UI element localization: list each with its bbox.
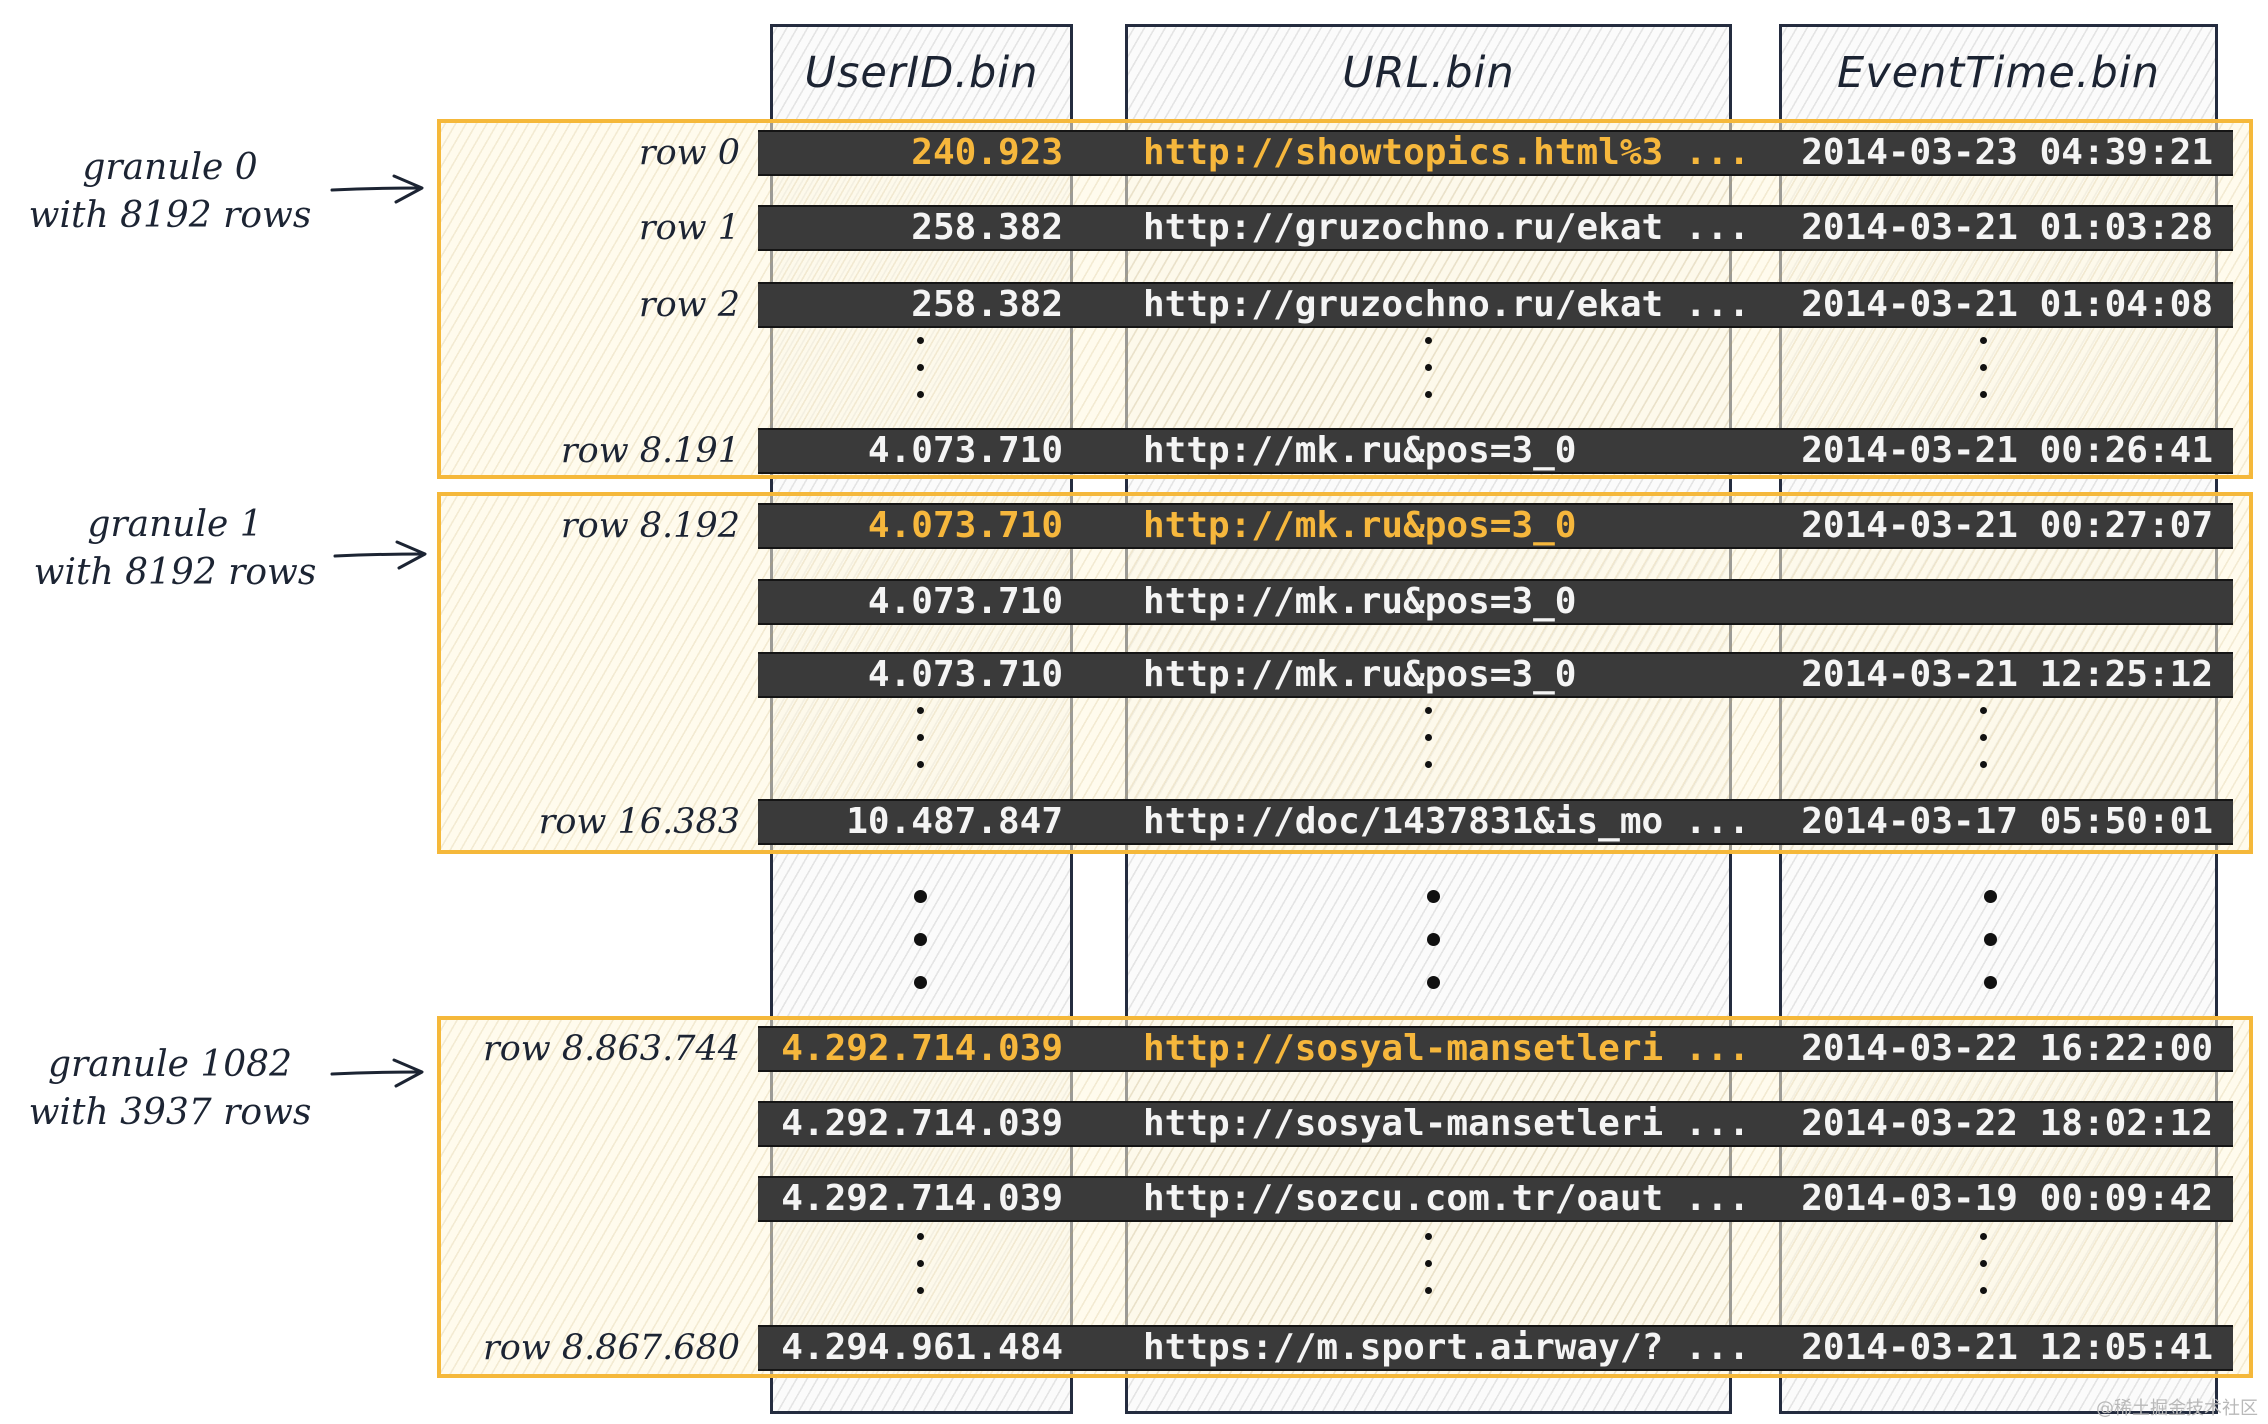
url-value: http://sosyal-mansetleri ... bbox=[1143, 1028, 1750, 1069]
ellipsis-dots bbox=[910, 337, 930, 418]
arrow-icon bbox=[333, 540, 427, 570]
granule-label-1082: granule 1082 with 3937 rows bbox=[20, 1041, 320, 1137]
ellipsis-dots bbox=[1973, 707, 1993, 788]
url-value: http://doc/1437831&is_mo ... bbox=[1143, 801, 1750, 842]
granule-label-rows: with 8192 rows bbox=[33, 552, 317, 593]
table-row: 4.073.710 http://mk.ru&pos=3_0 2014-03-2… bbox=[758, 652, 2233, 698]
ellipsis-dots bbox=[910, 1233, 930, 1314]
url-value: http://gruzochno.ru/ekat ... bbox=[1143, 207, 1750, 248]
eventtime-value: 2014-03-22 16:22:00 bbox=[1801, 1028, 2213, 1069]
granule-label-title: granule 0 bbox=[82, 147, 258, 188]
userid-value: 10.487.847 bbox=[846, 801, 1063, 842]
userid-value: 4.292.714.039 bbox=[781, 1178, 1063, 1219]
table-row: 4.292.714.039 http://sosyal-mansetleri .… bbox=[758, 1026, 2233, 1072]
column-header-url: URL.bin bbox=[1342, 48, 1515, 98]
userid-value: 4.294.961.484 bbox=[781, 1327, 1063, 1368]
row-label: row 1 bbox=[638, 208, 740, 248]
userid-value: 4.073.710 bbox=[867, 654, 1063, 695]
granule-label-0: granule 0 with 8192 rows bbox=[20, 144, 320, 240]
row-label: row 0 bbox=[638, 133, 740, 173]
url-value: http://mk.ru&pos=3_0 bbox=[1143, 581, 1577, 622]
userid-value: 4.292.714.039 bbox=[781, 1028, 1063, 1069]
ellipsis-dots bbox=[1418, 337, 1438, 418]
eventtime-value: 2014-03-22 18:02:12 bbox=[1801, 1103, 2213, 1144]
row-label: row 8.192 bbox=[560, 506, 740, 546]
table-row: 240.923 http://showtopics.html%3 ... 201… bbox=[758, 130, 2233, 176]
table-row: 4.294.961.484 https://m.sport.airway/? .… bbox=[758, 1325, 2233, 1371]
userid-value: 258.382 bbox=[911, 207, 1063, 248]
ellipsis-dots-large bbox=[1423, 890, 1443, 1019]
userid-value: 4.073.710 bbox=[867, 430, 1063, 471]
eventtime-value: 2014-03-21 00:26:41 bbox=[1801, 430, 2213, 471]
eventtime-value: 2014-03-21 00:27:07 bbox=[1801, 505, 2213, 546]
eventtime-value: 2014-03-21 01:04:08 bbox=[1801, 284, 2213, 325]
eventtime-value bbox=[1786, 581, 2213, 623]
table-row: 258.382 http://gruzochno.ru/ekat ... 201… bbox=[758, 205, 2233, 251]
url-value: http://sozcu.com.tr/oaut ... bbox=[1143, 1178, 1750, 1219]
granule-label-rows: with 8192 rows bbox=[28, 195, 312, 236]
ellipsis-dots bbox=[1973, 1233, 1993, 1314]
table-row: 4.292.714.039 http://sosyal-mansetleri .… bbox=[758, 1101, 2233, 1147]
table-row: 4.073.710 http://mk.ru&pos=3_0 bbox=[758, 579, 2233, 625]
row-label: row 8.867.680 bbox=[482, 1328, 740, 1368]
url-value: http://showtopics.html%3 ... bbox=[1143, 132, 1750, 173]
row-label: row 8.863.744 bbox=[482, 1029, 740, 1069]
ellipsis-dots bbox=[1418, 707, 1438, 788]
granule-label-title: granule 1 bbox=[87, 504, 263, 545]
granule-label-title: granule 1082 bbox=[48, 1044, 292, 1085]
table-row: 10.487.847 http://doc/1437831&is_mo ... … bbox=[758, 799, 2233, 845]
ellipsis-dots-large bbox=[1980, 890, 2000, 1019]
eventtime-value: 2014-03-19 00:09:42 bbox=[1801, 1178, 2213, 1219]
userid-value: 4.073.710 bbox=[867, 581, 1063, 622]
url-value: http://mk.ru&pos=3_0 bbox=[1143, 505, 1577, 546]
column-header-userid: UserID.bin bbox=[804, 48, 1039, 98]
url-value: http://gruzochno.ru/ekat ... bbox=[1143, 284, 1750, 325]
userid-value: 4.292.714.039 bbox=[781, 1103, 1063, 1144]
eventtime-value: 2014-03-21 12:05:41 bbox=[1801, 1327, 2213, 1368]
ellipsis-dots bbox=[910, 707, 930, 788]
watermark: @稀土掘金技术社区 bbox=[2096, 1398, 2258, 1419]
table-row: 258.382 http://gruzochno.ru/ekat ... 201… bbox=[758, 282, 2233, 328]
row-label: row 2 bbox=[638, 285, 740, 325]
table-row: 4.073.710 http://mk.ru&pos=3_0 2014-03-2… bbox=[758, 428, 2233, 474]
eventtime-value: 2014-03-23 04:39:21 bbox=[1801, 132, 2213, 173]
granule-label-1: granule 1 with 8192 rows bbox=[25, 501, 325, 597]
granule-label-rows: with 3937 rows bbox=[28, 1092, 312, 1133]
url-value: http://mk.ru&pos=3_0 bbox=[1143, 430, 1577, 471]
eventtime-value: 2014-03-21 01:03:28 bbox=[1801, 207, 2213, 248]
url-value: https://m.sport.airway/? ... bbox=[1143, 1327, 1750, 1368]
row-label: row 8.191 bbox=[560, 431, 740, 471]
row-label: row 16.383 bbox=[538, 802, 740, 842]
column-header-eventtime: EventTime.bin bbox=[1837, 48, 2160, 98]
table-row: 4.292.714.039 http://sozcu.com.tr/oaut .… bbox=[758, 1176, 2233, 1222]
url-value: http://mk.ru&pos=3_0 bbox=[1143, 654, 1577, 695]
ellipsis-dots-large bbox=[910, 890, 930, 1019]
userid-value: 258.382 bbox=[911, 284, 1063, 325]
userid-value: 4.073.710 bbox=[867, 505, 1063, 546]
eventtime-value: 2014-03-17 05:50:01 bbox=[1801, 801, 2213, 842]
table-row: 4.073.710 http://mk.ru&pos=3_0 2014-03-2… bbox=[758, 503, 2233, 549]
eventtime-value: 2014-03-21 12:25:12 bbox=[1801, 654, 2213, 695]
ellipsis-dots bbox=[1973, 337, 1993, 418]
arrow-icon bbox=[330, 1058, 424, 1088]
arrow-icon bbox=[330, 174, 424, 204]
ellipsis-dots bbox=[1418, 1233, 1438, 1314]
url-value: http://sosyal-mansetleri ... bbox=[1143, 1103, 1750, 1144]
userid-value: 240.923 bbox=[911, 132, 1063, 173]
